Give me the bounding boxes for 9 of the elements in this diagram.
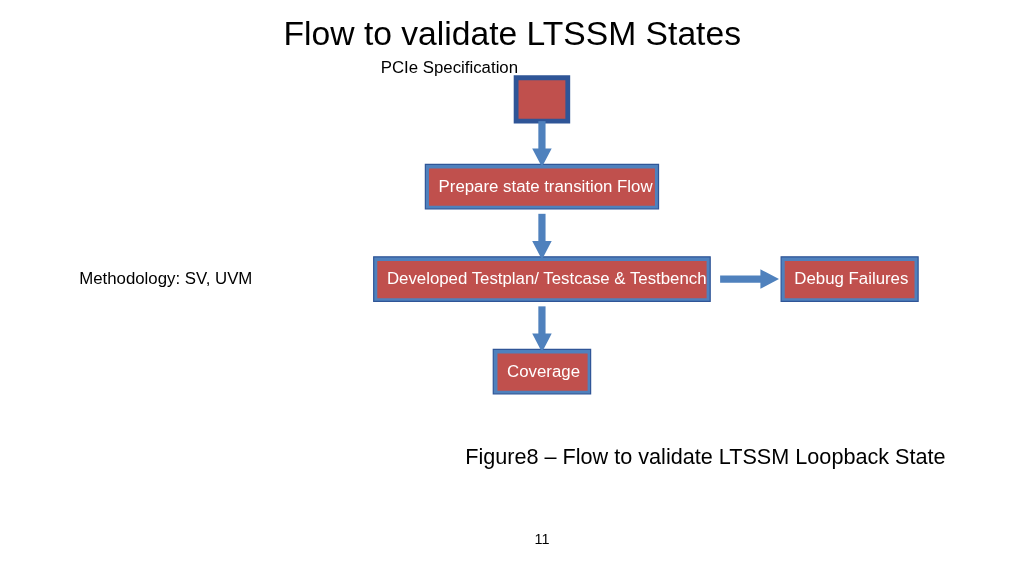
caption: Figure8 – Flow to validate LTSSM Loopback State [464,444,946,470]
arrow [531,213,552,260]
diagram-title: Flow to validate LTSSM States [283,14,741,52]
arrow [531,121,552,167]
label: 11 [533,531,549,548]
node-label: PCIe Specification [380,58,518,78]
arrow [719,269,779,289]
label: Methodology: SV, UVM [78,268,252,288]
node-box [513,75,570,124]
